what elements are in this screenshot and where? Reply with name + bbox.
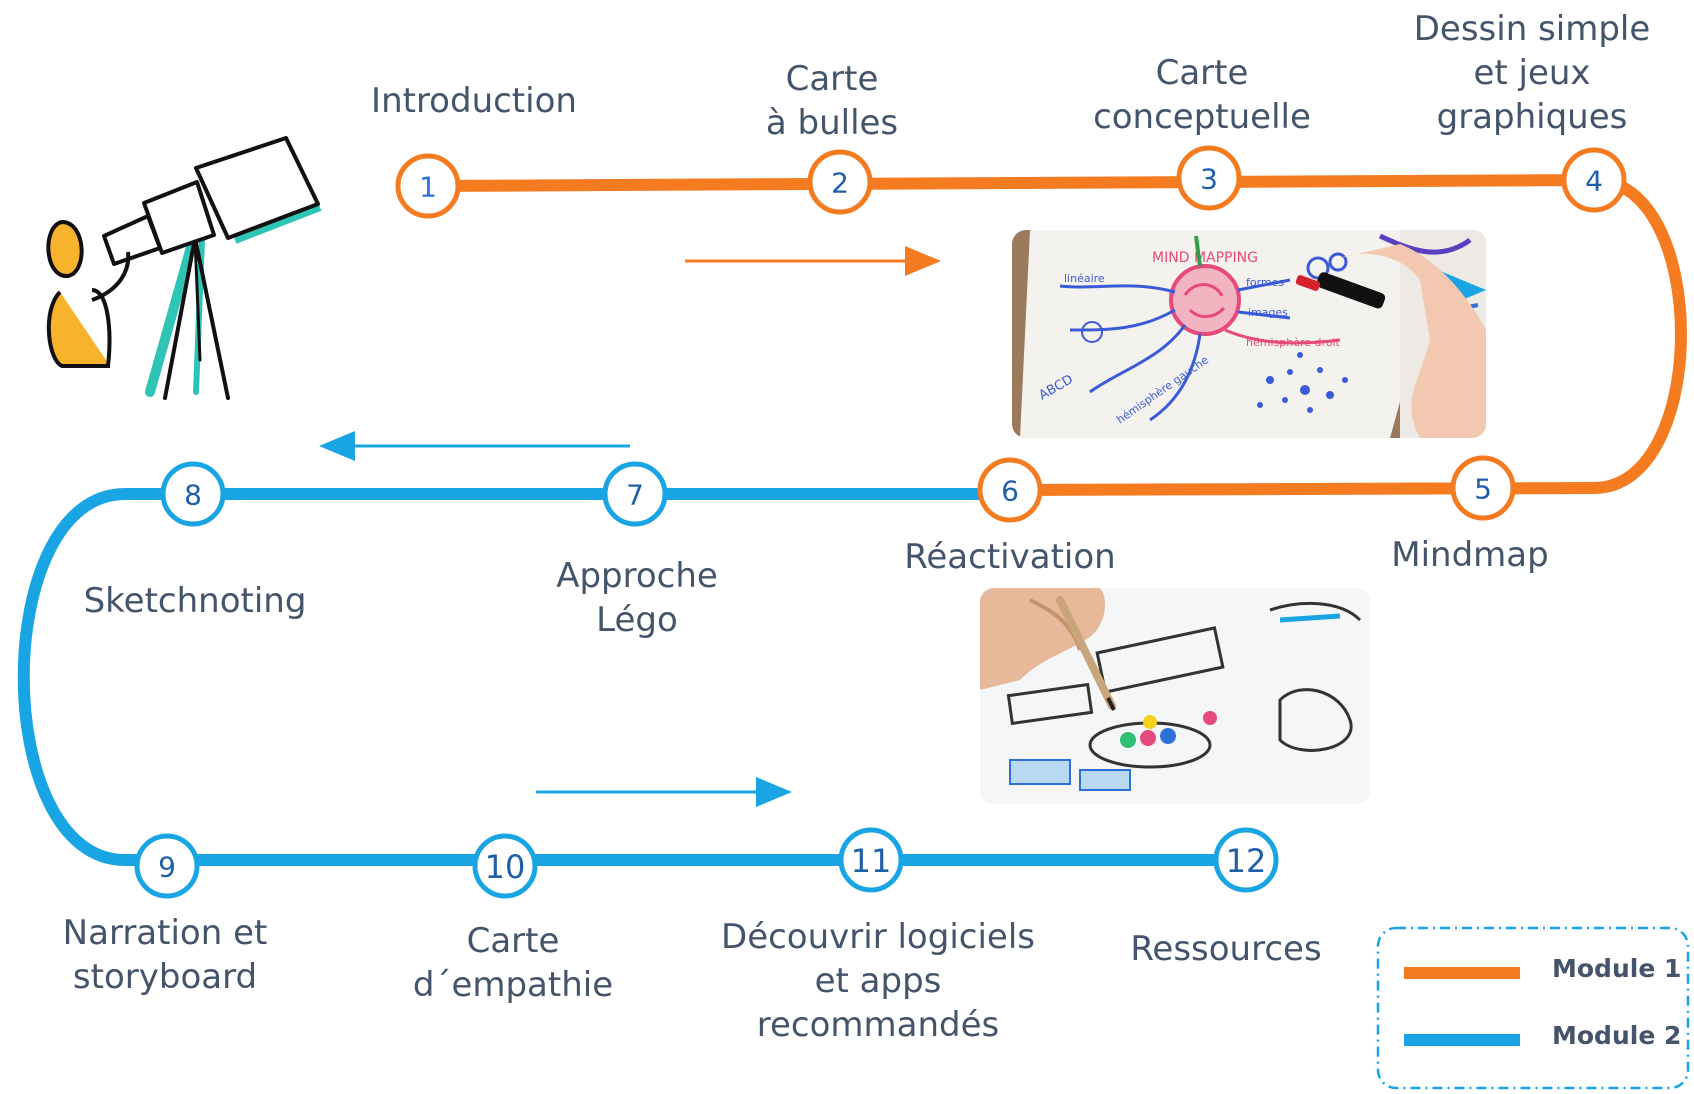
- step-label-line: Carte: [786, 59, 879, 99]
- step-marker-9[interactable]: 9: [134, 833, 200, 899]
- svg-text:MIND MAPPING: MIND MAPPING: [1152, 250, 1258, 266]
- step-marker-8[interactable]: 8: [160, 461, 226, 527]
- telescope-person-icon: [46, 136, 322, 400]
- step-circle: [838, 827, 904, 893]
- step-label-8: Sketchnoting: [84, 581, 307, 621]
- svg-text:images: images: [1248, 306, 1288, 319]
- svg-text:linéaire: linéaire: [1064, 272, 1105, 285]
- step-number: 4: [1585, 165, 1603, 198]
- step-number: 11: [851, 842, 892, 880]
- mind-map-photo: MIND MAPPING ABCD linéaire formes images…: [1012, 230, 1486, 438]
- step-marker-5[interactable]: 5: [1450, 455, 1516, 521]
- step-circle: [1561, 147, 1627, 213]
- step-label-line: recommandés: [757, 1005, 999, 1045]
- step-label-line: à bulles: [766, 103, 898, 143]
- step-label-line: Sketchnoting: [84, 581, 307, 621]
- step-label-line: et apps: [815, 961, 942, 1001]
- sketchnote-tablet-photo: [980, 588, 1370, 804]
- step-label-line: Narration et: [63, 913, 268, 953]
- step-circle: [602, 461, 668, 527]
- step-label-line: Réactivation: [904, 537, 1115, 577]
- step-label-line: Ressources: [1130, 929, 1321, 969]
- step-circle: [1213, 827, 1279, 893]
- step-number: 12: [1226, 842, 1267, 880]
- step-number: 10: [485, 848, 526, 886]
- step-marker-7[interactable]: 7: [602, 461, 668, 527]
- step-label-line: Carte: [1156, 53, 1249, 93]
- step-number: 3: [1200, 163, 1218, 196]
- step-circle: [807, 149, 873, 215]
- step-marker-11[interactable]: 11: [838, 827, 904, 893]
- step-circle: [134, 833, 200, 899]
- step-number: 5: [1474, 473, 1492, 506]
- step-circle: [160, 461, 226, 527]
- legend-label-module2: Module 2: [1552, 1021, 1681, 1050]
- step-marker-10[interactable]: 10: [472, 833, 538, 899]
- svg-text:formes: formes: [1246, 276, 1284, 289]
- step-label-line: storyboard: [73, 957, 257, 997]
- module2-track: [17, 488, 1246, 866]
- step-label-line: Carte: [467, 921, 560, 961]
- svg-text:hémisphère droit: hémisphère droit: [1246, 336, 1341, 349]
- step-marker-1[interactable]: 1: [395, 153, 461, 219]
- step-label-line: d´empathie: [413, 965, 613, 1005]
- step-label-line: Introduction: [371, 81, 577, 121]
- step-label-line: Mindmap: [1391, 535, 1548, 575]
- step-circle: [1450, 455, 1516, 521]
- step-marker-6[interactable]: 6: [977, 457, 1043, 523]
- step-label-1: Introduction: [371, 81, 577, 121]
- step-circle: [977, 457, 1043, 523]
- step-number: 9: [158, 851, 176, 884]
- step-label-line: Légo: [596, 600, 678, 640]
- step-label-line: conceptuelle: [1093, 97, 1311, 137]
- step-marker-12[interactable]: 12: [1213, 827, 1279, 893]
- step-label-5: Mindmap: [1391, 535, 1548, 575]
- step-label-line: graphiques: [1437, 97, 1628, 137]
- step-marker-2[interactable]: 2: [807, 149, 873, 215]
- module1-track: [422, 173, 1687, 496]
- step-label-line: Approche: [556, 556, 718, 596]
- step-label-6: Réactivation: [904, 537, 1115, 577]
- step-label-line: Découvrir logiciels: [721, 917, 1035, 957]
- step-circle: [1176, 145, 1242, 211]
- step-number: 7: [626, 479, 644, 512]
- step-label-12: Ressources: [1130, 929, 1321, 969]
- step-marker-3[interactable]: 3: [1176, 145, 1242, 211]
- step-label-line: Dessin simple: [1414, 9, 1651, 49]
- legend-box: [1376, 926, 1690, 1090]
- step-marker-4[interactable]: 4: [1561, 147, 1627, 213]
- step-number: 6: [1001, 475, 1019, 508]
- step-label-line: et jeux: [1473, 53, 1590, 93]
- step-circle: [472, 833, 538, 899]
- step-circle: [395, 153, 461, 219]
- step-number: 8: [184, 479, 202, 512]
- legend-label-module1: Module 1: [1552, 954, 1681, 983]
- step-number: 1: [419, 171, 437, 204]
- step-number: 2: [831, 167, 849, 200]
- legend: Module 1 Module 2: [1376, 926, 1690, 1090]
